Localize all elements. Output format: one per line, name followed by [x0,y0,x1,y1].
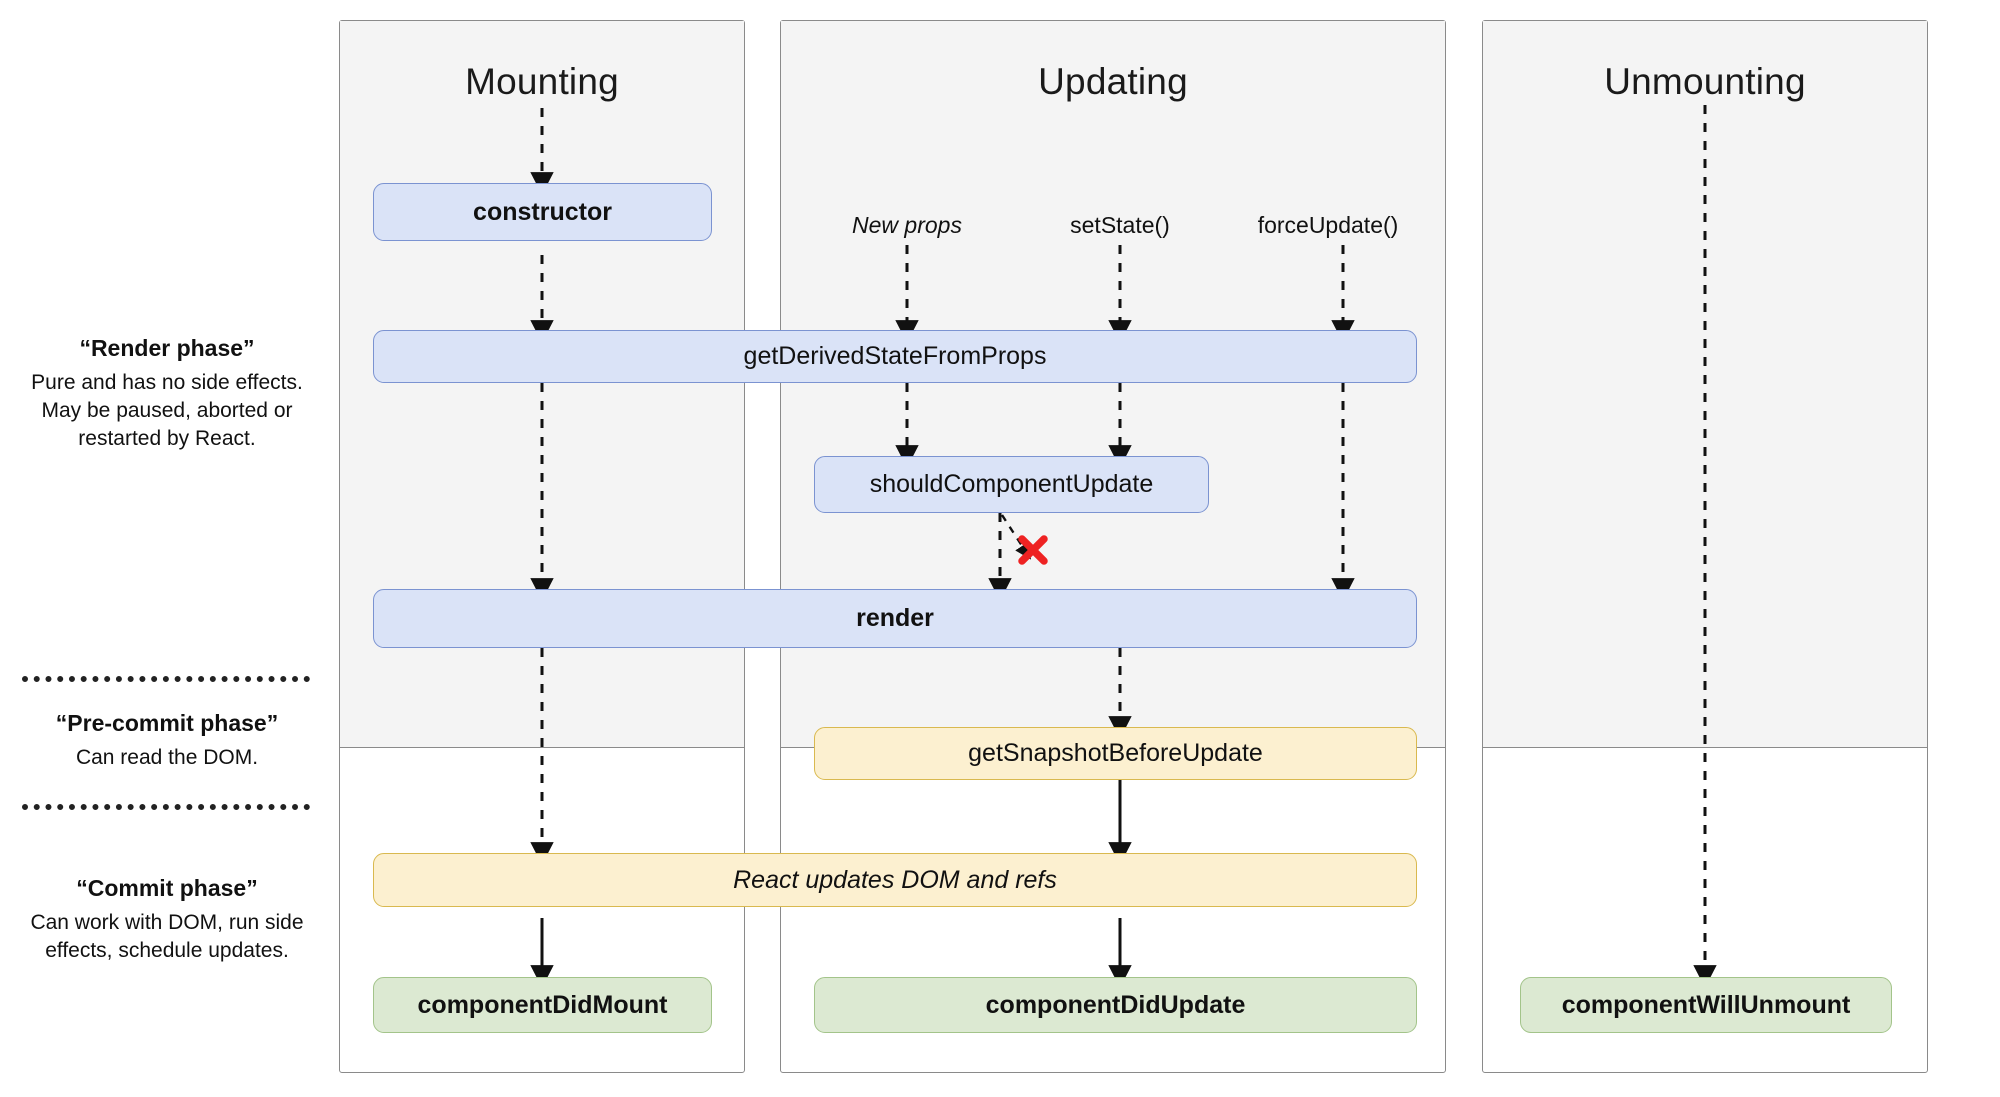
legend-render-phase-body: Pure and has no side effects. May be pau… [31,371,303,450]
legend-render-phase: “Render phase” Pure and has no side effe… [22,335,312,453]
lifecycle-box-should-component-update[interactable]: shouldComponentUpdate [814,456,1209,513]
lifecycle-box-constructor[interactable]: constructor [373,183,712,241]
trigger-label-set-state: setState() [1070,212,1170,238]
phase-divider-top [22,676,310,682]
lifecycle-box-react-updates-dom-and-refs[interactable]: React updates DOM and refs [373,853,1417,907]
phase-column-unmounting: Unmounting [1482,20,1928,1073]
legend-pre-commit-phase: “Pre-commit phase” Can read the DOM. [22,710,312,772]
phase-column-mounting: Mounting [339,20,745,1073]
trigger-label-new-props: New props [852,212,962,238]
lifecycle-box-component-did-mount[interactable]: componentDidMount [373,977,712,1033]
column-title-updating: Updating [1038,61,1188,102]
legend-commit-phase-body: Can work with DOM, run side effects, sch… [30,911,304,962]
lifecycle-box-component-did-update[interactable]: componentDidUpdate [814,977,1417,1033]
lifecycle-box-component-will-unmount[interactable]: componentWillUnmount [1520,977,1892,1033]
legend-pre-commit-phase-title: “Pre-commit phase” [55,710,279,736]
legend-commit-phase: “Commit phase” Can work with DOM, run si… [22,875,312,965]
render-phase-shade-unmounting [1483,21,1927,748]
legend-render-phase-title: “Render phase” [79,335,255,361]
lifecycle-box-get-snapshot-before-update[interactable]: getSnapshotBeforeUpdate [814,727,1417,780]
lifecycle-box-get-derived-state-from-props[interactable]: getDerivedStateFromProps [373,330,1417,383]
trigger-label-force-update: forceUpdate() [1257,212,1399,238]
column-title-mounting: Mounting [465,61,619,102]
column-title-unmounting: Unmounting [1604,61,1806,102]
legend-pre-commit-phase-body: Can read the DOM. [75,746,259,769]
legend-commit-phase-title: “Commit phase” [76,875,258,901]
phase-divider-bottom [22,804,310,810]
phase-column-updating: Updating [780,20,1446,1073]
lifecycle-box-render[interactable]: render [373,589,1417,648]
